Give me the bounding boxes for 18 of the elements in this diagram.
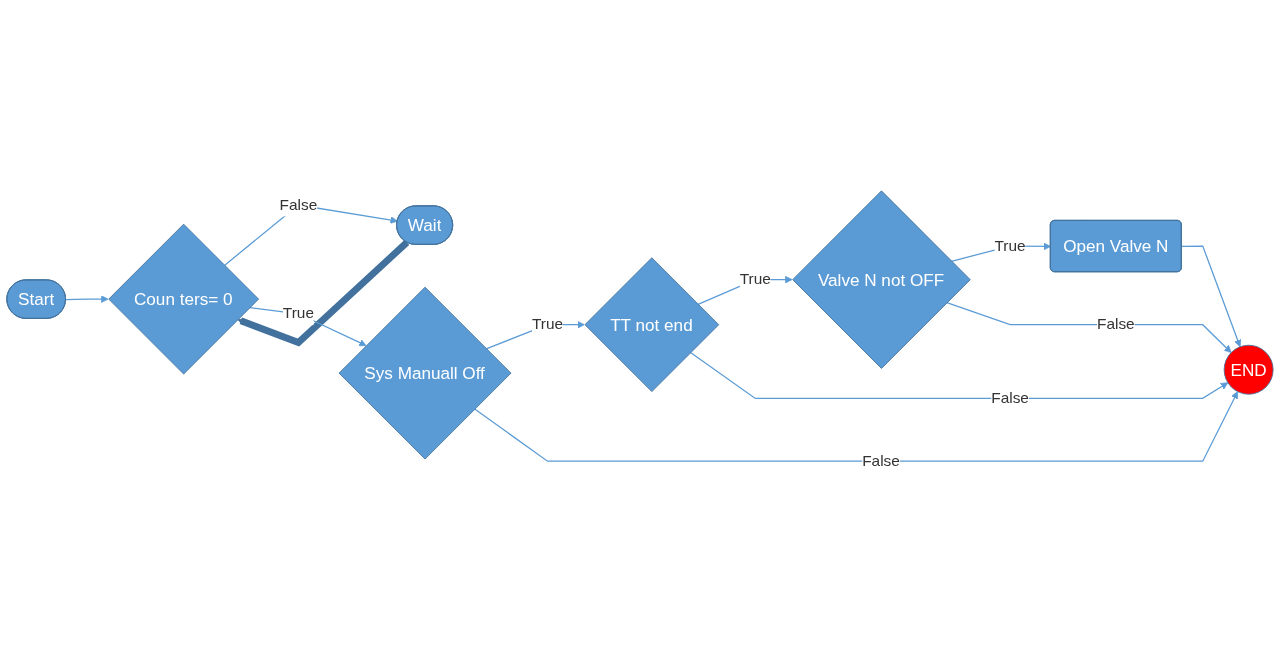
edge-label: False — [279, 196, 318, 214]
edge-label: True — [739, 270, 771, 288]
arrow — [65, 295, 109, 304]
arrow — [1181, 245, 1242, 348]
edge-label: False — [1096, 315, 1135, 334]
edge-label: False — [991, 389, 1029, 407]
arrow — [946, 302, 1232, 354]
edge-label: False — [862, 452, 900, 470]
edge-label: True — [994, 237, 1026, 255]
edge-label: True — [282, 304, 314, 323]
arrow — [474, 391, 1238, 463]
edge-label: True — [531, 315, 564, 334]
node-circle: END — [1223, 345, 1274, 395]
node-diamond: Sys Manuall Off — [338, 286, 512, 460]
arrow — [689, 352, 1229, 400]
node-diamond: Valve N not OFF — [792, 190, 971, 370]
node-diamond: Coun ters= 0 — [108, 223, 260, 375]
node-diamond: TT not end — [584, 257, 720, 393]
